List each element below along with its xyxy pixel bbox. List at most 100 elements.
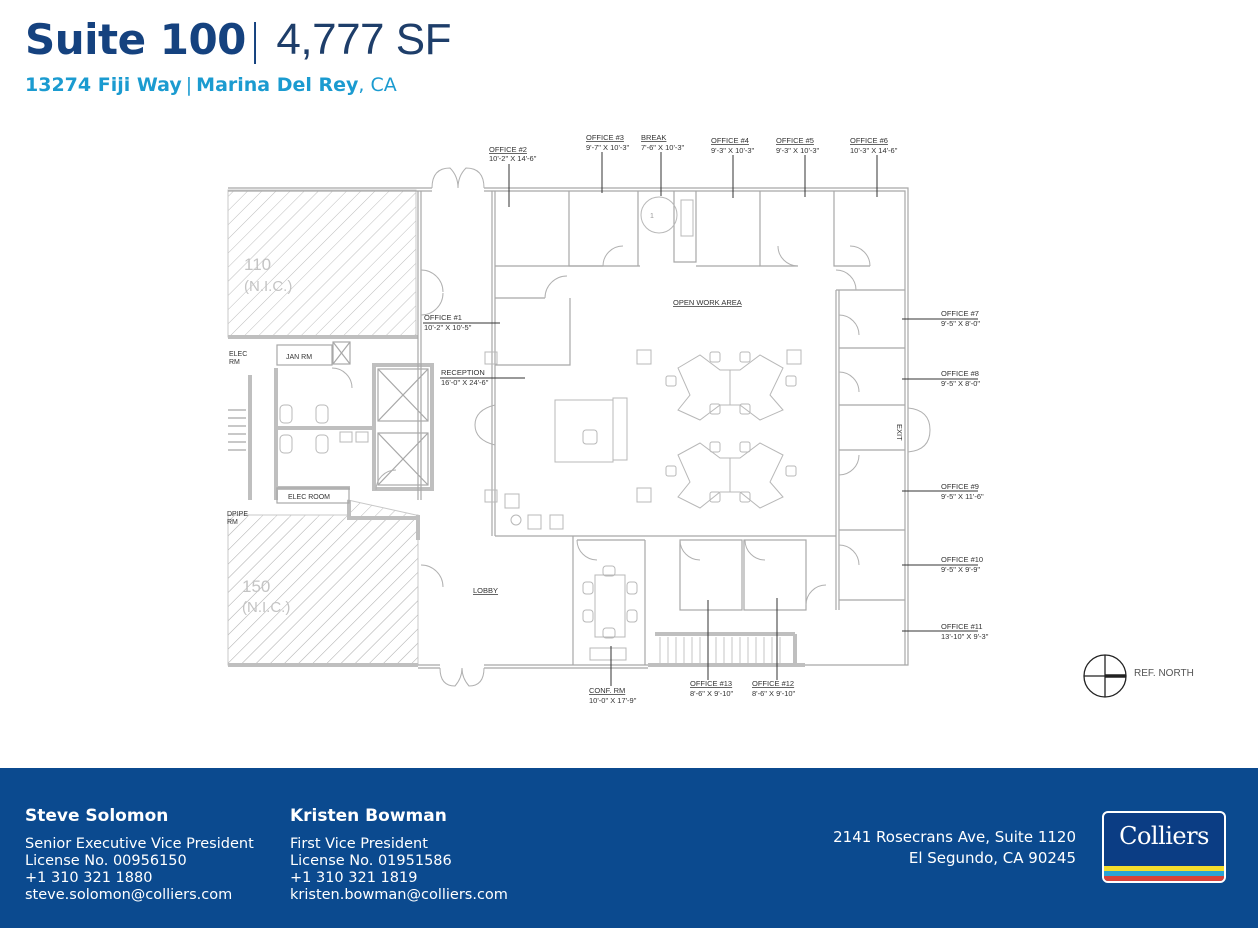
logo-stripe-red	[1104, 876, 1224, 881]
agent-title: Senior Executive Vice President	[25, 836, 254, 852]
room-labels: OFFICE #210'-2" X 14'-6" OFFICE #39'-7" …	[227, 133, 989, 705]
agent-name: Steve Solomon	[25, 806, 169, 826]
svg-text:9'-5" X 8'-0": 9'-5" X 8'-0"	[941, 319, 980, 328]
label-lobby: LOBBY	[473, 586, 498, 595]
svg-text:OFFICE #5: OFFICE #5	[776, 136, 814, 145]
svg-text:OFFICE #12: OFFICE #12	[752, 679, 794, 688]
svg-text:9'-3" X 10'-3": 9'-3" X 10'-3"	[711, 146, 755, 155]
svg-text:OFFICE #1: OFFICE #1	[424, 313, 462, 322]
north-arrow-icon	[1083, 654, 1127, 698]
office-address-line1: 2141 Rosecrans Ave, Suite 1120	[833, 828, 1076, 846]
svg-text:9'-5" X 11'-6": 9'-5" X 11'-6"	[941, 492, 984, 501]
svg-text:(N.I.C.): (N.I.C.)	[242, 599, 290, 616]
svg-text:OFFICE #2: OFFICE #2	[489, 145, 527, 154]
svg-text:8'-6" X 9'-10": 8'-6" X 9'-10"	[752, 689, 796, 698]
page-title: Suite 100| 4,777 SF	[25, 14, 451, 66]
svg-text:16'-0" X 24'-6": 16'-0" X 24'-6"	[441, 378, 489, 387]
logo-stripe-blue	[1104, 871, 1224, 876]
svg-text:9'-5" X 9'-9": 9'-5" X 9'-9"	[941, 565, 980, 574]
logo-stripe-yellow	[1104, 866, 1224, 871]
svg-text:OFFICE #13: OFFICE #13	[690, 679, 732, 688]
label-office-10: OFFICE #109'-5" X 9'-9"	[941, 555, 983, 574]
title-separator: |	[247, 15, 262, 64]
svg-text:RM: RM	[227, 519, 238, 526]
suite-number: Suite 100	[25, 15, 246, 64]
logo-wordmark: Colliers	[1119, 822, 1209, 850]
agent-license: License No. 01951586	[290, 853, 452, 869]
agent-phone[interactable]: +1 310 321 1819	[290, 870, 418, 886]
agent-title: First Vice President	[290, 836, 428, 852]
svg-text:9'-3" X 10'-3": 9'-3" X 10'-3"	[776, 146, 820, 155]
page-header: Suite 100| 4,777 SF 13274 Fiji Way|Marin…	[25, 14, 451, 96]
floor-plan: 110 (N.I.C.) 150 (N.I.C.)	[227, 133, 1194, 705]
svg-text:8'-6" X 9'-10": 8'-6" X 9'-10"	[690, 689, 734, 698]
label-office-3: OFFICE #39'-7" X 10'-3"	[586, 133, 630, 152]
state: , CA	[358, 74, 397, 96]
svg-text:OFFICE #6: OFFICE #6	[850, 136, 888, 145]
svg-text:10'-0" X 17'-9": 10'-0" X 17'-9"	[589, 696, 637, 705]
office-address-line2: El Segundo, CA 90245	[908, 849, 1076, 867]
svg-text:OFFICE #10: OFFICE #10	[941, 555, 983, 564]
label-elec-left: ELEC	[229, 351, 247, 358]
svg-text:7'-6" X 10'-3": 7'-6" X 10'-3"	[641, 143, 685, 152]
agent-email[interactable]: steve.solomon@colliers.com	[25, 887, 233, 903]
svg-text:OFFICE #4: OFFICE #4	[711, 136, 749, 145]
agent-name: Kristen Bowman	[290, 806, 447, 826]
agent-email[interactable]: kristen.bowman@colliers.com	[290, 887, 508, 903]
svg-text:OFFICE #7: OFFICE #7	[941, 309, 979, 318]
svg-text:OFFICE #9: OFFICE #9	[941, 482, 979, 491]
label-office-13: OFFICE #138'-6" X 9'-10"	[690, 679, 734, 698]
label-jan-rm: JAN RM	[286, 354, 312, 361]
svg-text:9'-7" X 10'-3": 9'-7" X 10'-3"	[586, 143, 630, 152]
svg-text:RECEPTION: RECEPTION	[441, 368, 485, 377]
label-office-7: OFFICE #79'-5" X 8'-0"	[941, 309, 980, 328]
suite-150-nic: 150 (N.I.C.)	[227, 499, 419, 666]
svg-text:OFFICE #3: OFFICE #3	[586, 133, 624, 142]
svg-text:9'-5" X 8'-0": 9'-5" X 8'-0"	[941, 379, 980, 388]
colliers-logo: Colliers	[1102, 811, 1226, 883]
label-office-12: OFFICE #128'-6" X 9'-10"	[752, 679, 796, 698]
street-address: 13274 Fiji Way	[25, 74, 182, 96]
square-footage: 4,777 SF	[276, 15, 451, 64]
furniture	[279, 196, 802, 661]
table-number: 1	[650, 213, 654, 220]
svg-text:CONF. RM: CONF. RM	[589, 686, 625, 695]
ref-north-label: REF. NORTH	[1134, 668, 1194, 679]
svg-text:10'-2" X 14'-6": 10'-2" X 14'-6"	[489, 154, 537, 163]
label-office-5: OFFICE #59'-3" X 10'-3"	[776, 136, 820, 155]
svg-text:150: 150	[242, 577, 270, 596]
agent-phone[interactable]: +1 310 321 1880	[25, 870, 153, 886]
svg-text:13'-10" X 9'-3": 13'-10" X 9'-3"	[941, 632, 989, 641]
label-office-2: OFFICE #210'-2" X 14'-6"	[489, 145, 537, 163]
leader-lines	[423, 152, 978, 686]
label-elec-room: ELEC ROOM	[288, 494, 330, 501]
svg-text:OFFICE #11: OFFICE #11	[941, 622, 983, 631]
svg-text:BREAK: BREAK	[641, 133, 666, 142]
office-address: 2141 Rosecrans Ave, Suite 1120 El Segund…	[833, 827, 1076, 869]
logo-stripes	[1104, 866, 1224, 881]
agent-license: License No. 00956150	[25, 853, 187, 869]
label-pipe-rm: DPIPE	[227, 511, 248, 518]
door-swings	[331, 167, 931, 687]
svg-text:10'-3" X 14'-6": 10'-3" X 14'-6"	[850, 146, 898, 155]
label-office-6: OFFICE #610'-3" X 14'-6"	[850, 136, 898, 155]
label-office-1: OFFICE #110'-2" X 10'-5"	[424, 313, 472, 332]
svg-text:10'-2" X 10'-5": 10'-2" X 10'-5"	[424, 323, 472, 332]
svg-text:RM: RM	[229, 359, 240, 366]
suite-walls	[228, 187, 909, 669]
agent-card-2: Kristen Bowman First Vice President Lice…	[290, 808, 508, 904]
svg-text:(N.I.C.): (N.I.C.)	[244, 278, 292, 295]
city: Marina Del Rey	[196, 74, 359, 96]
label-office-8: OFFICE #89'-5" X 8'-0"	[941, 369, 980, 388]
label-office-9: OFFICE #99'-5" X 11'-6"	[941, 482, 984, 501]
label-open-work-area: OPEN WORK AREA	[673, 298, 742, 307]
address-separator: |	[185, 74, 193, 96]
contact-footer: Steve Solomon Senior Executive Vice Pres…	[0, 768, 1258, 928]
svg-text:OFFICE #8: OFFICE #8	[941, 369, 979, 378]
suite-110-nic: 110 (N.I.C.)	[227, 189, 417, 338]
svg-text:110: 110	[244, 255, 271, 274]
